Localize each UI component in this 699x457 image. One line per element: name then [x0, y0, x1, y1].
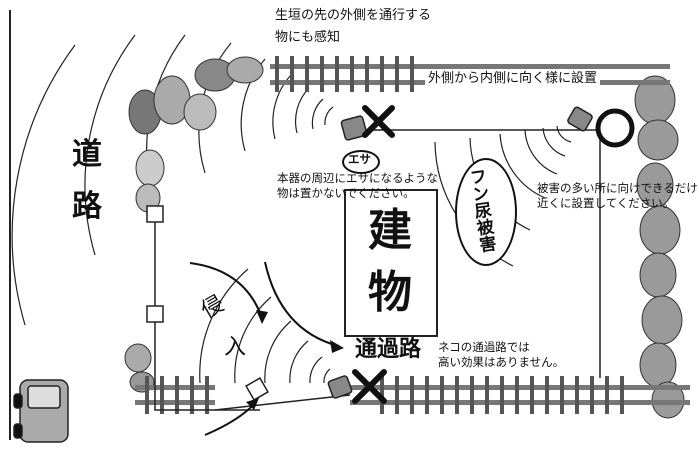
building-box: [344, 189, 438, 337]
intrusion-arrows: [189, 261, 339, 436]
esa-note-line1: 本器の周辺にエサになるような: [277, 171, 438, 185]
building-label-2: 物: [368, 267, 412, 318]
road-label-1: 道: [72, 137, 102, 172]
car-icon: [13, 379, 69, 443]
device-right: [567, 106, 593, 132]
damage-note-line2: 近くに設置してください。: [537, 196, 675, 210]
top-note-line1: 生垣の先の外側を通行する: [275, 8, 432, 23]
outside-in-note: 外側から内側に向く様に設置: [425, 71, 601, 87]
device-top: [340, 115, 368, 141]
boundary-post: [146, 205, 164, 223]
device-bottom: [327, 375, 353, 399]
passage-label: 通過路: [355, 337, 422, 362]
fence-bottom: [135, 376, 690, 414]
x-mark-bottom: [352, 369, 387, 404]
o-mark: [595, 108, 635, 148]
esa-label: エサ: [348, 152, 371, 166]
building-label-1: 建: [368, 205, 412, 256]
road-label-2: 路: [72, 189, 102, 224]
x-mark-top: [362, 105, 395, 138]
esa-note-line2: 物は置かないでください。: [277, 186, 415, 200]
passage-note-line2: 高い効果はありません。: [438, 355, 565, 369]
boundary-post: [146, 305, 164, 323]
boundary-post: [245, 377, 269, 401]
top-note-line2: 物にも感知: [275, 30, 341, 45]
damage-note-line1: 被害の多い所に向けできるだけ: [537, 181, 698, 195]
esa-bubble: [342, 150, 380, 174]
droppings-bubble: [455, 158, 517, 266]
sensor-range-bottom: [199, 268, 331, 384]
passage-note-line1: ネコの通過路では: [438, 340, 530, 354]
intrusion-label-2: 入: [224, 335, 247, 360]
hedge-right: [634, 75, 685, 419]
arrow-heads: [246, 310, 344, 410]
